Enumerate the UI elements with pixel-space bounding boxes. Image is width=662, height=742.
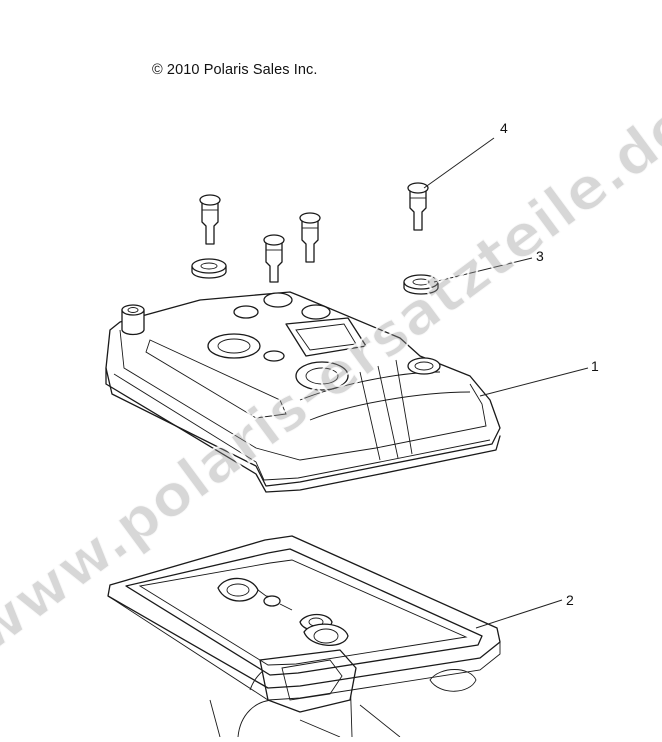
bolt-3 xyxy=(263,234,285,283)
copyright-notice: © 2010 Polaris Sales Inc. xyxy=(152,62,318,78)
bolt-2 xyxy=(299,212,321,263)
grommet-left xyxy=(191,258,227,279)
bolt-4 xyxy=(407,182,429,231)
callout-2: 2 xyxy=(566,592,574,608)
callout-3: 3 xyxy=(536,248,544,264)
bolt-1 xyxy=(199,194,221,245)
leader-line-1 xyxy=(479,367,589,397)
valve-cover-gasket xyxy=(107,535,501,701)
valve-cover xyxy=(105,291,501,493)
leader-line-2 xyxy=(475,599,563,629)
leader-line-3 xyxy=(433,257,533,283)
callout-4: 4 xyxy=(500,120,508,136)
leader-line-4 xyxy=(423,137,495,189)
grommet-right xyxy=(403,274,439,295)
callout-1: 1 xyxy=(591,358,599,374)
